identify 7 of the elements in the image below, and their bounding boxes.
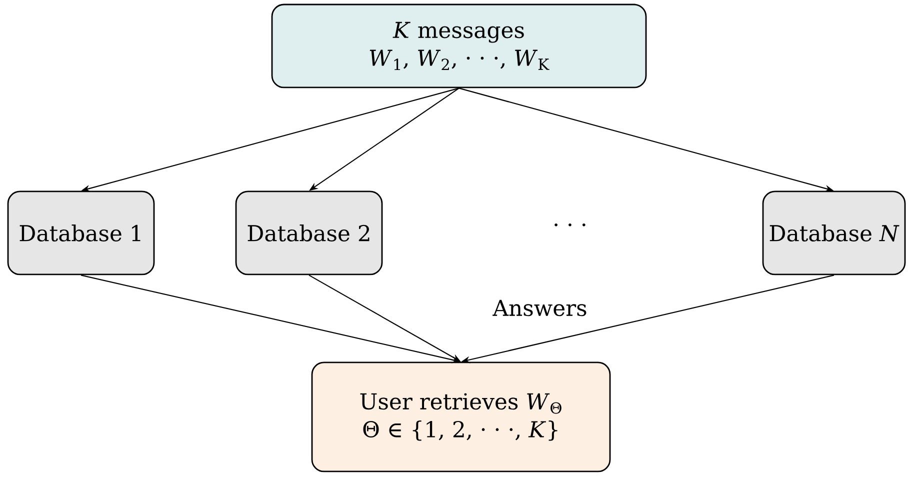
ellipsis: · · · [554, 223, 586, 226]
database-box: Database 2 [235, 190, 383, 276]
source-box: K messages W$_{1}$, W$_{2}$, · · ·, W$_{K}$ [271, 4, 647, 88]
user-box: User retrieves W$_{Θ}$ Θ ∈ {1, 2, · · ·, K} [311, 362, 611, 472]
answers-label: Answers [492, 300, 586, 316]
database-box: Database 1 [7, 190, 155, 276]
database-box: Database N [762, 190, 906, 276]
